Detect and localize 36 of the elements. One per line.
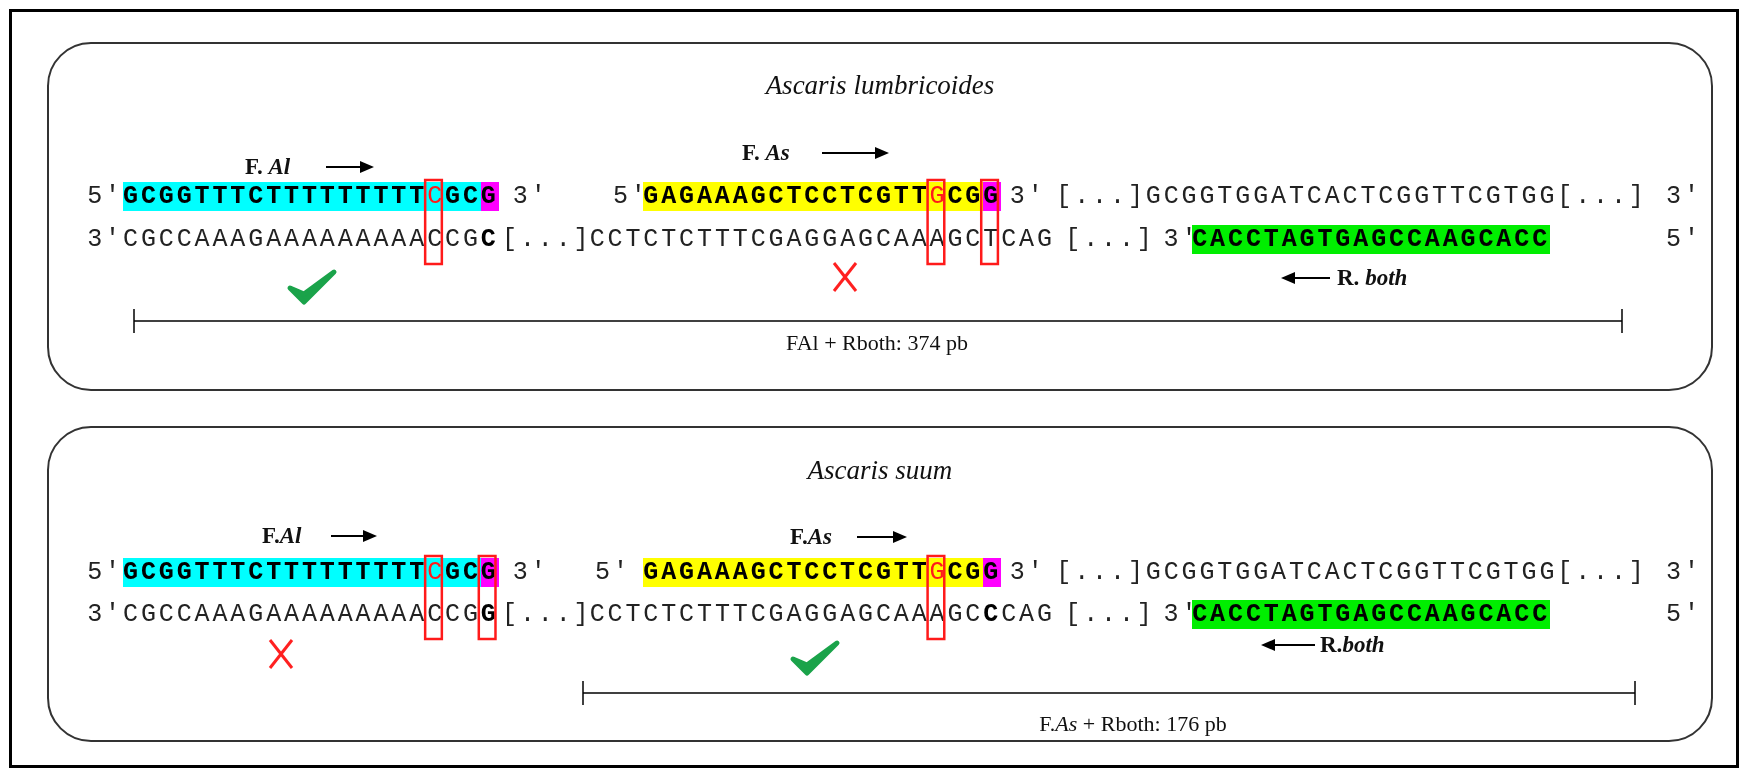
primer-label: F.As xyxy=(790,524,832,550)
dna-sequence: CACCTAGTGAGCCAAGCACC xyxy=(1192,224,1551,256)
panel-title: Ascaris suum xyxy=(805,455,954,486)
amplicon-size-label: FAl + Rboth: 374 pb xyxy=(786,330,968,356)
strand-end-label: 3′ xyxy=(1666,181,1702,213)
panel-title: Ascaris lumbricoides xyxy=(763,70,996,101)
strand-end-label: 3′ xyxy=(512,557,549,589)
dna-sequence: [...]GCGGTGGATCACTCGGTTCGTGG[...] xyxy=(1056,557,1647,589)
amplicon-size-label: F.As + Rboth: 176 pb xyxy=(1039,711,1227,737)
dna-sequence: CACCTAGTGAGCCAAGCACC xyxy=(1192,599,1551,631)
strand-end-label: 3′ xyxy=(87,224,123,256)
strand-end-label: 3′ xyxy=(1666,557,1702,589)
dna-sequence: [...] xyxy=(502,599,592,631)
dna-sequence: CGCCAAAGAAAAAAAAACCGC xyxy=(123,224,499,256)
primer-label: F.Al xyxy=(262,523,302,549)
dna-sequence: [...] xyxy=(1065,224,1155,256)
primer-label: F. As xyxy=(742,140,790,166)
strand-end-label: 3′ xyxy=(87,599,123,631)
strand-end-label: 5′ xyxy=(1666,224,1702,256)
primer-label: R. both xyxy=(1337,265,1408,291)
rounded-panel xyxy=(47,426,1713,742)
dna-sequence: [...]GCGGTGGATCACTCGGTTCGTGG[...] xyxy=(1056,181,1647,213)
strand-end-label: 3′ xyxy=(1009,181,1046,213)
strand-end-label: 3′ xyxy=(512,181,549,213)
dna-sequence: [...] xyxy=(502,224,592,256)
primer-label: R.both xyxy=(1320,632,1385,658)
dna-sequence: GCGGTTTCTTTTTTTTTCGCG xyxy=(123,181,499,213)
strand-end-label: 5′ xyxy=(87,557,123,589)
dna-sequence: [...] xyxy=(1065,599,1155,631)
dna-sequence: GAGAAAGCTCCTCGTTGCGG xyxy=(643,557,1002,589)
strand-end-label: 5′ xyxy=(595,557,631,589)
primer-label: F. Al xyxy=(245,154,291,180)
strand-end-label: 5′ xyxy=(1666,599,1702,631)
rounded-panel xyxy=(47,42,1713,391)
strand-end-label: 3′ xyxy=(1009,557,1046,589)
strand-end-label: 5′ xyxy=(87,181,123,213)
